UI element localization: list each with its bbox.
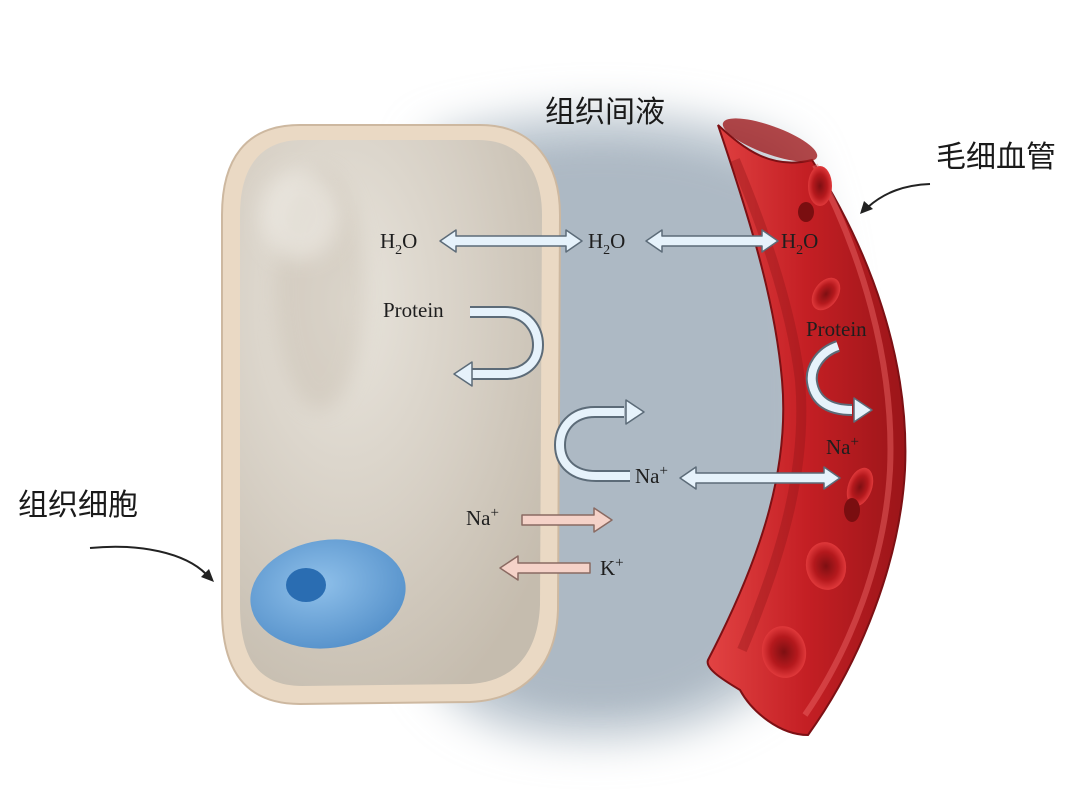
h2o-label-capillary: H2O <box>781 229 818 258</box>
tissue-cell-label: 组织细胞 <box>18 488 138 523</box>
tissue-cell-pointer-arrow <box>89 545 214 582</box>
na-efflux-arrow <box>521 507 613 533</box>
protein-uturn-arrow-cell <box>453 306 545 387</box>
cell-nucleus <box>250 539 406 649</box>
interstitial-fluid-label: 组织间液 <box>545 95 665 130</box>
capillary-vessel <box>706 118 907 737</box>
na-uturn-arrow-fluid <box>553 399 645 482</box>
na-label-fluid: Na+ <box>635 463 668 488</box>
capillary-label: 毛细血管 <box>936 140 1056 175</box>
red-blood-cell <box>808 166 832 206</box>
na-label-cell: Na+ <box>466 505 499 530</box>
transport-arrows <box>89 183 931 582</box>
h2o-double-arrow-right <box>645 229 779 253</box>
red-blood-cell <box>846 467 874 507</box>
red-blood-cell <box>798 202 814 222</box>
h2o-label-fluid: H2O <box>588 229 625 258</box>
na-double-arrow <box>679 466 841 490</box>
red-blood-cell <box>811 277 841 311</box>
capillary-pointer-arrow <box>860 183 931 214</box>
k-influx-arrow <box>499 555 591 581</box>
h2o-double-arrow-left <box>439 229 583 253</box>
k-label-fluid: K+ <box>600 555 624 580</box>
protein-label-cell: Protein <box>383 298 444 322</box>
h2o-label-cell: H2O <box>380 229 417 258</box>
red-blood-cell <box>761 626 807 678</box>
red-blood-cell <box>805 542 847 590</box>
protein-uturn-arrow-capillary <box>805 340 873 423</box>
protein-label-capillary: Protein <box>806 317 867 341</box>
red-blood-cells <box>761 166 874 678</box>
red-blood-cell <box>844 498 860 522</box>
na-label-capillary: Na+ <box>826 434 859 459</box>
